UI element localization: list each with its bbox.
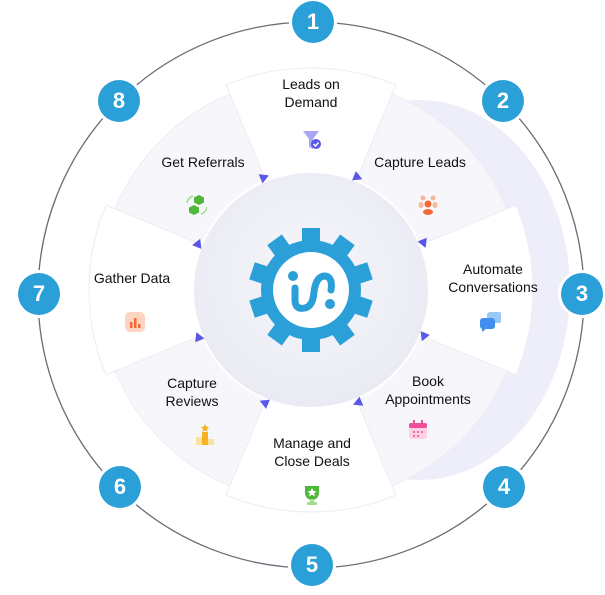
chat-bubbles-icon — [479, 311, 501, 333]
step-number-badge: 7 — [18, 273, 60, 315]
funnel-check-icon — [301, 129, 323, 151]
arrow-icon — [192, 238, 202, 249]
arrow-icon — [352, 171, 363, 181]
segment-7 — [88, 204, 203, 376]
podium-star-icon — [194, 424, 216, 446]
step-number-badge: 6 — [99, 466, 141, 508]
boxes-cycle-icon — [185, 194, 207, 216]
segment-3 — [419, 204, 534, 376]
segment-5 — [225, 398, 397, 513]
step-number-badge: 5 — [291, 544, 333, 586]
people-group-icon — [417, 194, 439, 216]
gear-logo-icon — [249, 228, 373, 352]
arrow-icon — [420, 331, 430, 342]
step-label: Gather Data — [93, 270, 171, 286]
segment-1 — [225, 67, 397, 182]
arrow-icon — [259, 399, 270, 409]
step-label: Manage and Close Deals — [273, 435, 351, 469]
step-label: Book Appointments — [385, 373, 471, 407]
step-number-badge: 2 — [482, 80, 524, 122]
bar-chart-icon — [124, 311, 146, 333]
arrow-icon — [258, 174, 269, 184]
step-label: Capture Reviews — [165, 375, 219, 409]
step-number-badge: 4 — [483, 466, 525, 508]
arrow-icon — [195, 332, 205, 343]
step-number-badge: 1 — [292, 1, 334, 43]
step-number-badge: 3 — [561, 273, 603, 315]
step-number-badge: 8 — [98, 80, 140, 122]
step-label: Leads on Demand — [282, 76, 340, 110]
step-label: Capture Leads — [374, 154, 466, 170]
arrow-icon — [353, 396, 364, 406]
arrow-icon — [417, 237, 427, 248]
trophy-icon — [301, 484, 323, 506]
step-label: Automate Conversations — [448, 261, 538, 295]
step-label: Get Referrals — [161, 154, 245, 170]
calendar-icon — [407, 419, 429, 441]
